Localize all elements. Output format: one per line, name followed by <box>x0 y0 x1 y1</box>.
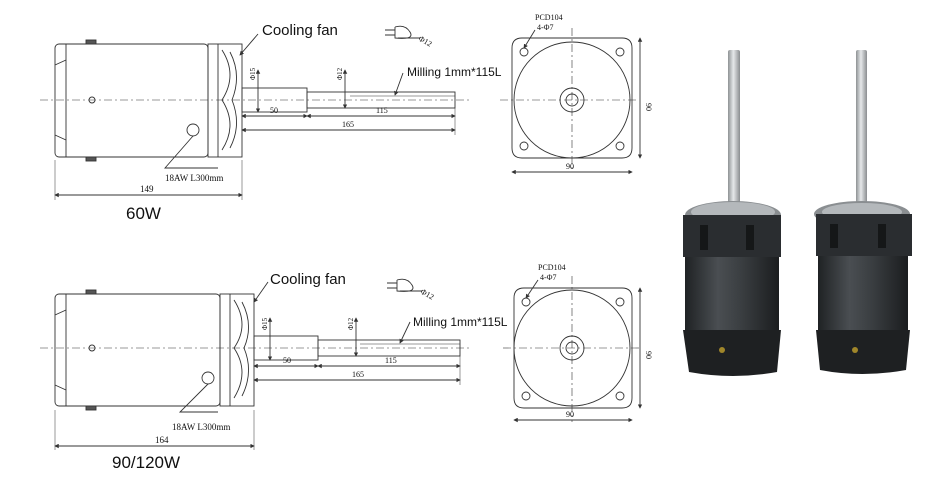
flange-outline <box>513 287 633 409</box>
cooling-fan-housing <box>207 43 243 158</box>
dim-shaft-diameter-small: Φ12 <box>336 67 344 80</box>
caption-60w: 60W <box>126 204 161 223</box>
flange-view-90w <box>503 276 643 423</box>
screw-icon <box>88 96 96 104</box>
cable-label: 18AW L300mm <box>172 422 230 432</box>
milling-label: Milling 1mm*115L <box>413 315 508 329</box>
pcd-label: PCD104 <box>535 13 563 22</box>
mount-hole <box>615 391 625 401</box>
motor-photo-left <box>683 50 781 376</box>
motor-body-outline <box>54 43 209 158</box>
dim-shaft-50: 50 <box>283 356 291 365</box>
cable-label: 18AW L300mm <box>165 173 223 183</box>
flange-width: 90 <box>566 162 574 171</box>
dim-shaft-165: 165 <box>342 120 354 129</box>
motor-photo-right <box>814 50 912 374</box>
dim-shaft-50: 50 <box>270 106 278 115</box>
cooling-fan-label: Cooling fan <box>262 22 338 39</box>
diameter-symbol-icon <box>387 278 414 292</box>
dim-shaft-115: 115 <box>385 356 397 365</box>
dim-shaft-165: 165 <box>352 370 364 379</box>
mount-hole <box>519 47 529 57</box>
flange-width: 90 <box>566 410 574 419</box>
pcd-label: PCD104 <box>538 263 566 272</box>
cooling-fan-housing <box>219 293 255 407</box>
flange-view-60w <box>500 28 643 175</box>
caption-90w: 90/120W <box>112 453 180 472</box>
motor-body-outline <box>54 293 221 407</box>
dim-body-length: 149 <box>140 184 154 194</box>
mount-hole <box>615 47 625 57</box>
dim-shaft-diameter: Φ15 <box>261 317 269 330</box>
flange-height: 90 <box>644 103 653 111</box>
symbol-diameter: Φ12 <box>417 34 434 49</box>
flange-height: 90 <box>644 351 653 359</box>
dim-shaft-diameter: Φ15 <box>249 67 257 80</box>
dim-shaft-diameter-small: Φ12 <box>347 317 355 330</box>
screw-icon <box>88 344 96 352</box>
dim-shaft-115: 115 <box>376 106 388 115</box>
diameter-symbol-icon <box>385 25 412 39</box>
flange-outline <box>511 37 633 159</box>
cable-outlet-icon <box>201 371 215 385</box>
drawing-90w <box>40 278 470 450</box>
dim-body-length: 164 <box>155 435 169 445</box>
cooling-fan-label: Cooling fan <box>270 271 346 288</box>
drawing-60w <box>40 25 470 200</box>
holes-label: 4-Φ7 <box>540 273 557 282</box>
milling-label: Milling 1mm*115L <box>407 65 502 79</box>
mount-hole <box>519 141 529 151</box>
cable-outlet-icon <box>186 123 200 137</box>
mount-hole <box>521 297 531 307</box>
mount-hole <box>615 297 625 307</box>
mount-hole <box>615 141 625 151</box>
holes-label: 4-Φ7 <box>537 23 554 32</box>
mount-hole <box>521 391 531 401</box>
symbol-diameter: Φ12 <box>419 287 436 302</box>
